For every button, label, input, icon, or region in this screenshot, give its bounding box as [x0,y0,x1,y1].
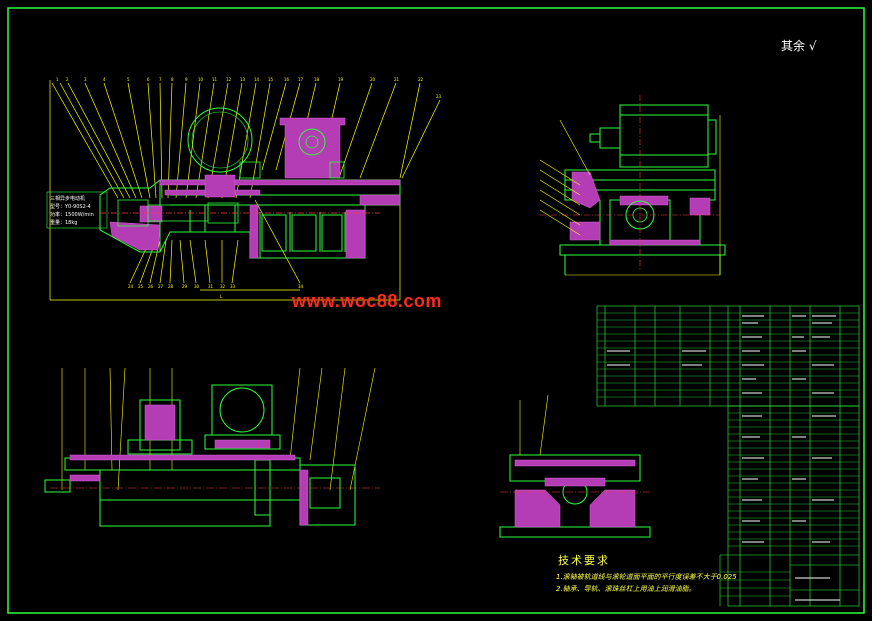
svg-text:14: 14 [254,77,260,82]
top-view [44,367,380,527]
parts-list-table [596,305,860,607]
svg-text:24: 24 [128,284,134,289]
main-section-hatching [109,117,401,259]
svg-text:33: 33 [230,284,236,289]
motor-spec-power: 功率：1500W/min [50,212,94,218]
main-view-leaders [49,80,441,301]
motor-spec-title: 三相异步电动机 [50,196,86,202]
svg-text:11: 11 [212,77,218,82]
svg-text:21: 21 [394,77,400,82]
svg-text:L: L [220,294,223,299]
svg-text:30: 30 [194,284,200,289]
side-view [539,95,726,276]
parts-list-rows [597,312,859,597]
svg-text:29: 29 [182,284,188,289]
main-shaft [100,161,380,227]
svg-text:32: 32 [220,284,226,289]
svg-text:9: 9 [185,77,188,82]
svg-text:1: 1 [56,77,59,82]
motor-spec-weight: 重量：18kg [50,220,78,226]
svg-text:13: 13 [240,77,246,82]
svg-text:22: 22 [418,77,424,82]
svg-text:23: 23 [436,94,442,99]
svg-text:16: 16 [284,77,290,82]
svg-text:12: 12 [226,77,232,82]
parts-list-entries [607,315,840,601]
svg-text:25: 25 [138,284,144,289]
watermark-text: www.woc88.com [292,291,442,311]
svg-text:6: 6 [147,77,150,82]
svg-text:4: 4 [103,77,106,82]
svg-text:31: 31 [208,284,214,289]
svg-text:26: 26 [148,284,154,289]
base-section-view [499,394,651,538]
svg-text:5: 5 [127,77,130,82]
surface-finish-mark: 其余 √ [781,39,817,53]
motor-top [211,384,273,436]
motor-spec-model: 型号：Y0-90S2-4 [50,204,91,210]
svg-text:19: 19 [338,77,344,82]
svg-text:27: 27 [158,284,164,289]
motor-spec-box [46,191,108,229]
svg-text:17: 17 [298,77,304,82]
svg-text:3: 3 [84,77,87,82]
tech-requirement-note-1: 1.滚轴被轨道线与滚轮道面平面的平行度误差不大于0.025 [556,573,737,581]
svg-text:15: 15 [268,77,274,82]
svg-text:20: 20 [370,77,376,82]
svg-text:7: 7 [159,77,162,82]
svg-text:28: 28 [168,284,174,289]
svg-text:2: 2 [66,77,69,82]
svg-text:34: 34 [298,284,304,289]
svg-text:18: 18 [314,77,320,82]
wheel-outline [187,107,253,173]
svg-text:8: 8 [171,77,174,82]
tech-requirement-note-2: 2.轴承、导轨、滚珠丝杠上用油上润滑油脂。 [556,585,696,593]
svg-text:10: 10 [198,77,204,82]
pillow-block-top [139,399,181,451]
motor-body [619,104,709,168]
tech-requirements-title: 技术要求 [558,554,610,567]
drawing-border [7,7,865,614]
pedestal-bearing [298,128,326,156]
